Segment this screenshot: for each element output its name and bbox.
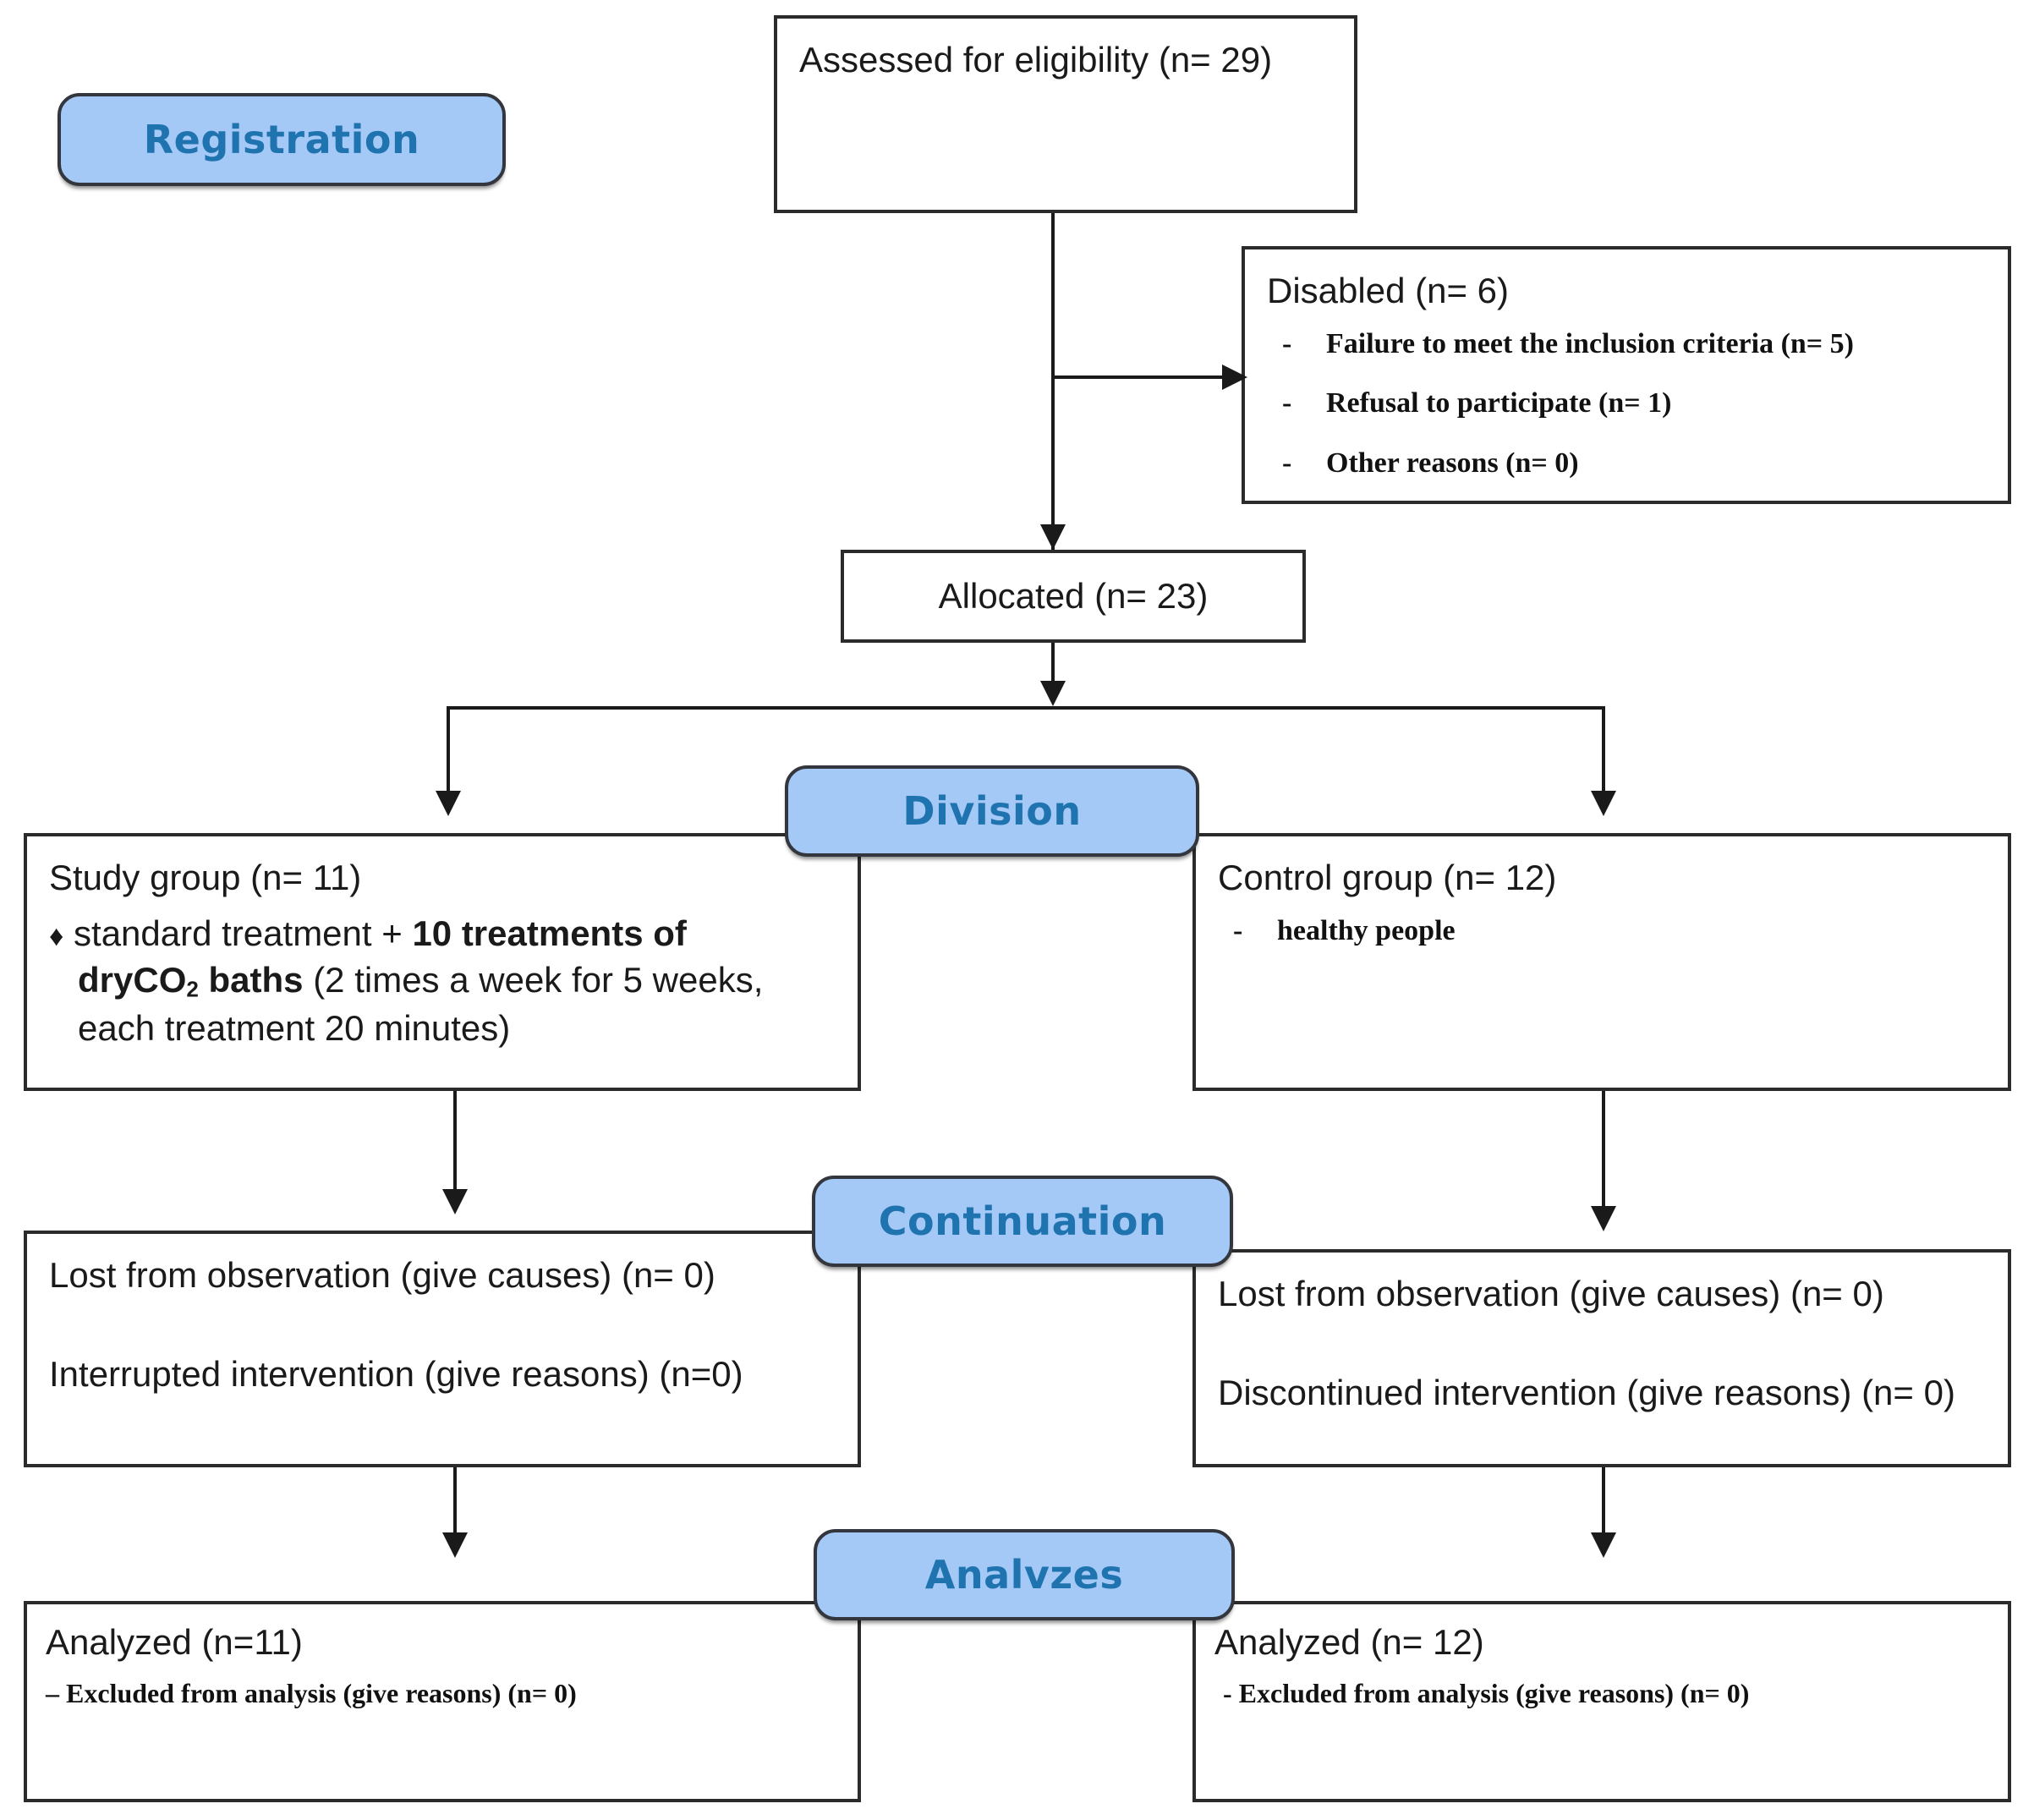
continuation-right-line-2: Discontinued intervention (give reasons)… — [1218, 1372, 1955, 1412]
arrowhead-continuation-left — [442, 1189, 468, 1214]
connector-eligibility-trunk — [1051, 213, 1055, 550]
study-group-detail-subscript: 2 — [186, 977, 199, 1003]
arrowhead-to-study-group — [436, 791, 461, 816]
control-group-item: healthy people — [1233, 913, 1986, 950]
connector-branch-right — [1602, 706, 1605, 809]
connector-continuation-right-to-analyzed — [1602, 1467, 1605, 1554]
arrowhead-analyzed-left — [442, 1532, 468, 1558]
stage-badge-registration-label: Registration — [143, 117, 420, 162]
disabled-reason-item: Refusal to participate (n= 1) — [1282, 386, 1986, 422]
node-continuation-right[interactable]: Lost from observation (give causes) (n= … — [1192, 1249, 2011, 1467]
disabled-reason-item: Other reasons (n= 0) — [1282, 446, 1986, 482]
arrowhead-allocation-split — [1040, 681, 1066, 706]
analyzed-left-title: Analyzed (n=11) — [46, 1622, 303, 1662]
assessed-for-eligibility-title: Assessed for eligibility (n= 29) — [799, 40, 1273, 79]
stage-badge-registration[interactable]: Registration — [58, 93, 506, 186]
disabled-reason-list: Failure to meet the inclusion criteria (… — [1267, 326, 1986, 482]
allocated-title: Allocated (n= 23) — [938, 575, 1209, 616]
node-study-group[interactable]: Study group (n= 11) ♦ standard treatment… — [24, 833, 861, 1091]
node-analyzed-left[interactable]: Analyzed (n=11) – Excluded from analysis… — [24, 1601, 861, 1802]
node-continuation-left[interactable]: Lost from observation (give causes) (n= … — [24, 1231, 861, 1467]
stage-badge-analyzes-label: Analvzes — [924, 1552, 1124, 1598]
continuation-right-line-1: Lost from observation (give causes) (n= … — [1218, 1274, 1884, 1313]
stage-badge-analyzes[interactable]: Analvzes — [814, 1529, 1235, 1620]
continuation-left-line-2: Interrupted intervention (give reasons) … — [49, 1353, 743, 1394]
stage-badge-continuation-label: Continuation — [878, 1198, 1167, 1244]
node-control-group[interactable]: Control group (n= 12) healthy people — [1192, 833, 2011, 1091]
control-group-title: Control group (n= 12) — [1218, 858, 1557, 897]
disabled-reason-item: Failure to meet the inclusion criteria (… — [1282, 326, 1986, 363]
study-group-detail-suffix: (2 times a week for 5 weeks, each treatm… — [78, 960, 764, 1048]
connector-control-to-continuation — [1602, 1091, 1605, 1225]
diamond-bullet-icon: ♦ — [49, 919, 64, 952]
continuation-left-line-1: Lost from observation (give causes) (n= … — [49, 1255, 715, 1295]
node-allocated[interactable]: Allocated (n= 23) — [841, 550, 1306, 643]
arrowhead-to-allocated — [1040, 524, 1066, 550]
analyzed-left-excluded: – Excluded from analysis (give reasons) … — [46, 1677, 577, 1708]
stage-badge-division-label: Division — [902, 788, 1082, 834]
stage-badge-continuation[interactable]: Continuation — [812, 1176, 1233, 1267]
connector-to-disabled — [1051, 376, 1231, 379]
connector-continuation-left-to-analyzed — [453, 1467, 457, 1554]
study-group-intervention: ♦ standard treatment + 10 treatments of … — [49, 910, 780, 1052]
control-group-item-list: healthy people — [1218, 913, 1986, 950]
analyzed-right-excluded: - Excluded from analysis (give reasons) … — [1223, 1677, 1750, 1708]
node-analyzed-right[interactable]: Analyzed (n= 12) - Excluded from analysi… — [1192, 1601, 2011, 1802]
connector-branch-left — [447, 706, 450, 809]
arrowhead-analyzed-right — [1591, 1532, 1616, 1558]
study-group-detail-bold-2: CO — [133, 960, 187, 1000]
arrowhead-continuation-right — [1591, 1206, 1616, 1231]
study-group-detail-bold-1: 10 treatments of dry — [78, 913, 687, 1000]
analyzed-right-title: Analyzed (n= 12) — [1214, 1622, 1484, 1662]
node-disabled[interactable]: Disabled (n= 6) Failure to meet the incl… — [1242, 246, 2011, 504]
connector-study-to-continuation — [453, 1091, 457, 1208]
node-assessed-for-eligibility[interactable]: Assessed for eligibility (n= 29) — [774, 15, 1357, 213]
study-group-title: Study group (n= 11) — [49, 858, 362, 897]
arrowhead-to-disabled — [1222, 365, 1247, 390]
arrowhead-to-control-group — [1591, 791, 1616, 816]
study-group-detail-prefix: standard treatment + — [74, 913, 413, 953]
connector-allocation-bus — [447, 706, 1605, 710]
disabled-title: Disabled (n= 6) — [1267, 271, 1509, 310]
stage-badge-division[interactable]: Division — [785, 765, 1199, 857]
connector-allocated-trunk — [1051, 643, 1055, 695]
study-group-detail-bold-3: baths — [198, 960, 304, 1000]
